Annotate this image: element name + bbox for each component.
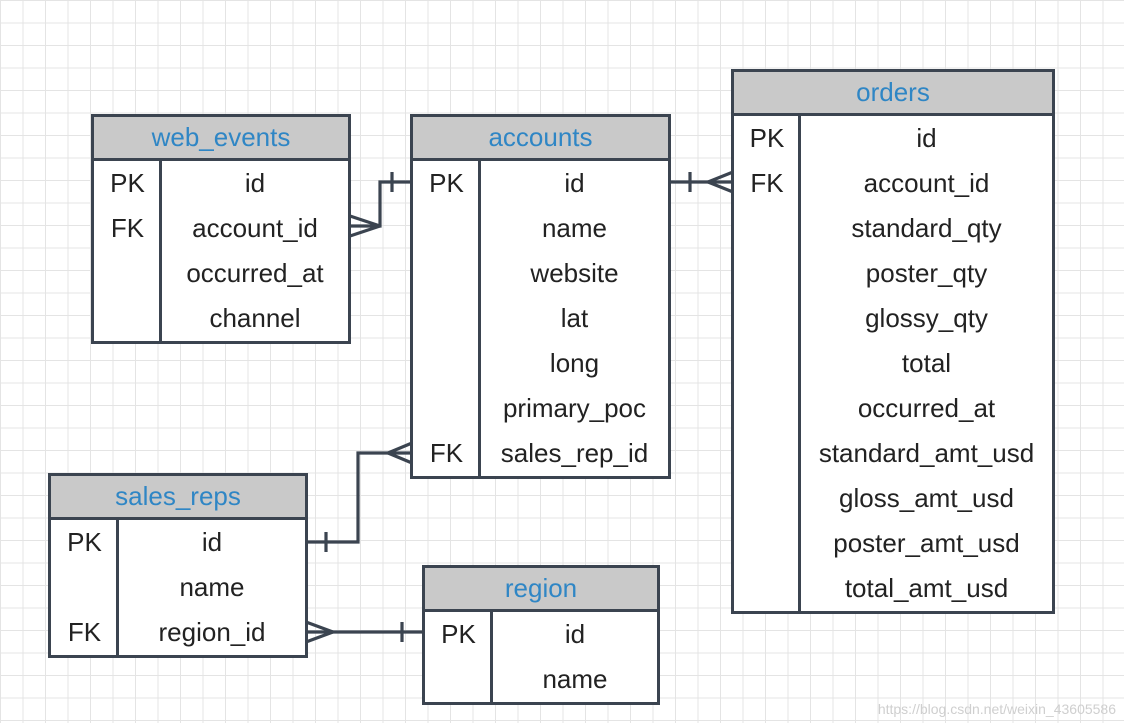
entity-title: web_events (94, 117, 348, 161)
key-label: FK (67, 617, 102, 647)
key-label: PK (67, 527, 102, 557)
field-name: primary_poc (502, 393, 647, 423)
field-name: occurred_at (857, 393, 996, 423)
key-label: PK (429, 168, 464, 198)
field-name: account_id (863, 168, 990, 198)
field-row[interactable]: total_amt_usd (734, 566, 1052, 611)
field-name: id (244, 168, 266, 198)
entity-title: region (425, 568, 657, 612)
field-row[interactable]: PK id (425, 612, 657, 657)
field-row[interactable]: gloss_amt_usd (734, 476, 1052, 521)
field-name: region_id (158, 617, 266, 647)
entity-title: sales_reps (51, 476, 305, 520)
entity-fields: PK id name website lat long primary_p (413, 161, 668, 476)
field-name: glossy_qty (865, 303, 988, 333)
field-name: standard_qty (851, 213, 1002, 243)
entity-title: accounts (413, 117, 668, 161)
field-row[interactable]: channel (94, 296, 348, 341)
key-label: PK (749, 123, 785, 153)
key-label: FK (750, 168, 784, 198)
field-row[interactable]: PK id (94, 161, 348, 206)
connector-accounts-web-events (349, 172, 412, 238)
entity-fields: PK id FK account_id standard_qty poster_… (734, 116, 1052, 611)
key-label: FK (110, 213, 145, 243)
field-row[interactable]: standard_qty (734, 206, 1052, 251)
field-row[interactable]: long (413, 341, 668, 386)
field-name: id (564, 168, 585, 198)
field-row[interactable]: FK region_id (51, 610, 305, 655)
entity-fields: PK id name (425, 612, 657, 702)
field-name: website (530, 258, 619, 288)
field-row[interactable]: name (413, 206, 668, 251)
field-row[interactable]: lat (413, 296, 668, 341)
field-name: name (541, 213, 608, 243)
field-row[interactable]: FK account_id (734, 161, 1052, 206)
field-name: id (916, 123, 937, 153)
field-name: id (564, 619, 586, 649)
field-row[interactable]: PK id (51, 520, 305, 565)
field-name: total_amt_usd (844, 573, 1009, 603)
field-row[interactable]: FK sales_rep_id (413, 431, 668, 476)
field-name: channel (209, 303, 301, 333)
field-row[interactable]: PK id (734, 116, 1052, 161)
field-name: name (179, 572, 245, 602)
field-name: standard_amt_usd (818, 438, 1035, 468)
field-row[interactable]: standard_amt_usd (734, 431, 1052, 476)
field-row[interactable]: primary_poc (413, 386, 668, 431)
entity-accounts[interactable]: accounts PK id name website lat long (410, 114, 671, 479)
key-label: FK (429, 438, 464, 468)
field-row[interactable]: glossy_qty (734, 296, 1052, 341)
entity-title: orders (734, 72, 1052, 116)
field-row[interactable]: name (425, 657, 657, 702)
field-name: sales_rep_id (500, 438, 649, 468)
connector-accounts-orders (670, 170, 734, 194)
field-name: name (542, 664, 608, 694)
field-row[interactable]: website (413, 251, 668, 296)
field-name: poster_qty (865, 258, 988, 288)
key-label: PK (110, 168, 145, 198)
field-name: lat (560, 303, 589, 333)
field-name: gloss_amt_usd (839, 483, 1014, 513)
entity-web-events[interactable]: web_events PK id FK account_id occurred_… (91, 114, 351, 344)
entity-fields: PK id FK account_id occurred_at channel (94, 161, 348, 341)
field-name: long (549, 348, 600, 378)
connector-sales-reps-accounts (306, 441, 413, 552)
field-name: id (201, 527, 223, 557)
field-row[interactable]: occurred_at (94, 251, 348, 296)
entity-sales-reps[interactable]: sales_reps PK id name FK region_id (48, 473, 308, 658)
field-row[interactable]: PK id (413, 161, 668, 206)
field-name: total (901, 348, 952, 378)
field-name: occurred_at (186, 258, 324, 288)
field-row[interactable]: occurred_at (734, 386, 1052, 431)
field-row[interactable]: FK account_id (94, 206, 348, 251)
field-row[interactable]: name (51, 565, 305, 610)
field-row[interactable]: total (734, 341, 1052, 386)
field-name: poster_amt_usd (833, 528, 1020, 558)
key-label: PK (441, 619, 476, 649)
connector-region-sales-reps (305, 620, 424, 644)
entity-region[interactable]: region PK id name (422, 565, 660, 705)
entity-orders[interactable]: orders PK id FK account_id standard_qty … (731, 69, 1055, 614)
watermark: https://blog.csdn.net/weixin_43605586 (877, 701, 1116, 717)
entity-fields: PK id name FK region_id (51, 520, 305, 655)
field-row[interactable]: poster_amt_usd (734, 521, 1052, 566)
field-row[interactable]: poster_qty (734, 251, 1052, 296)
field-name: account_id (192, 213, 318, 243)
